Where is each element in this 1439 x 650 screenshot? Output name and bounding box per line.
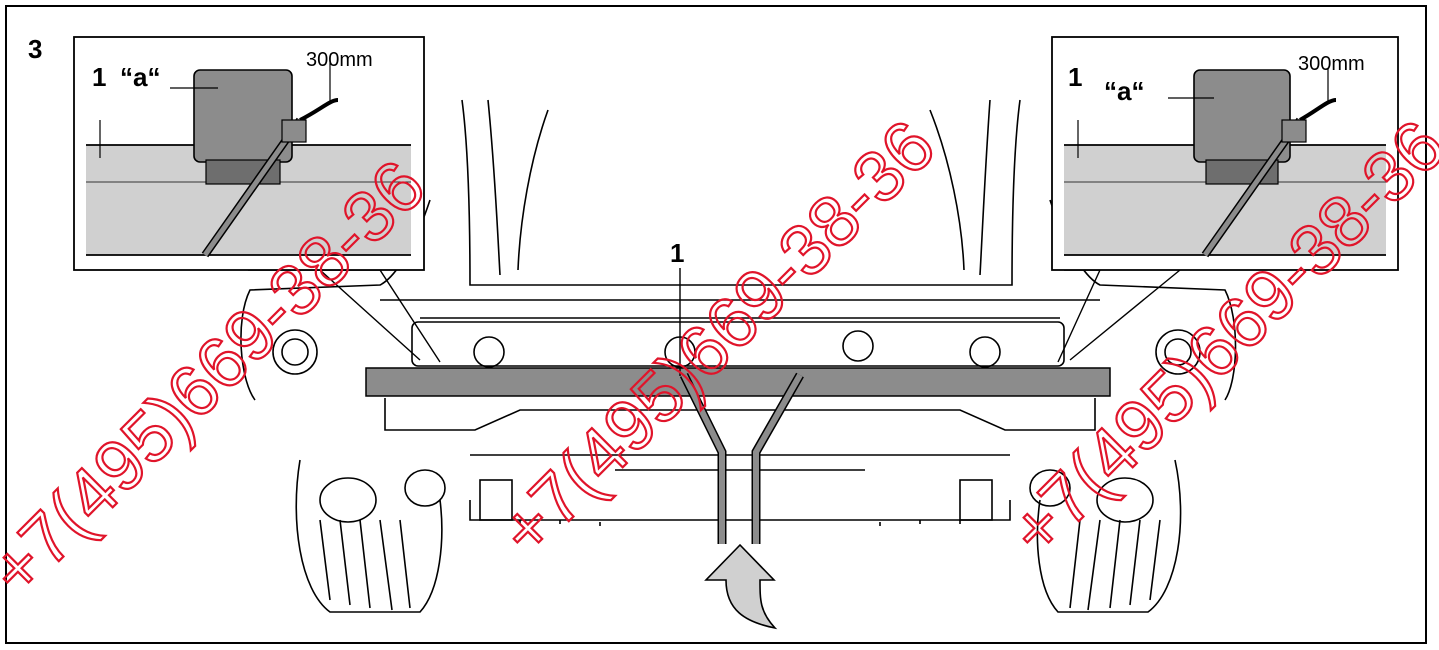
inset-right-dimension: 300mm [1298, 53, 1365, 75]
inset-left-dimension: 300mm [306, 49, 373, 71]
inset-left: 1 “a“ 300mm [73, 36, 441, 363]
inset-left-part-label: 1 [92, 62, 106, 92]
car-rear-view [240, 99, 1237, 613]
callout-number-1: 1 [670, 238, 684, 268]
inset-right-part-label: 1 [1068, 62, 1082, 92]
crossbar-part [365, 367, 1111, 397]
step-number: 3 [28, 34, 42, 64]
wiring-strips [679, 372, 804, 544]
inset-left-ref-label: “a“ [120, 62, 160, 92]
diagram-frame [5, 5, 1427, 644]
inset-right: 1 “a“ 300mm [1051, 36, 1399, 363]
inset-right-ref-label: “a“ [1104, 76, 1144, 106]
insertion-arrow [704, 543, 778, 630]
